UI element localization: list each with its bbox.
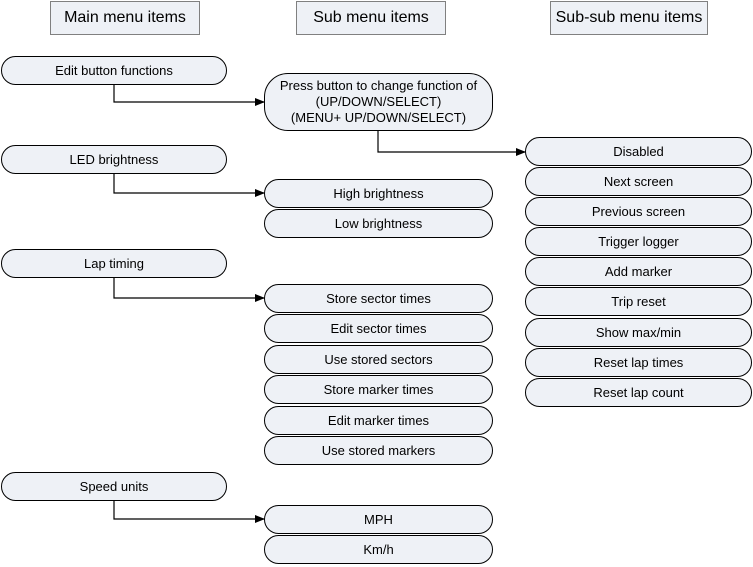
connector-edit-to-press bbox=[113, 84, 265, 106]
sub-item-kmh: Km/h bbox=[264, 535, 493, 564]
subsub-item-show-max-min: Show max/min bbox=[525, 318, 752, 347]
sub-item-edit-sector-times: Edit sector times bbox=[264, 314, 493, 343]
sub-item-store-marker-times: Store marker times bbox=[264, 375, 493, 404]
subsub-item-reset-lap-count: Reset lap count bbox=[525, 378, 752, 407]
subsub-item-previous-screen: Previous screen bbox=[525, 197, 752, 226]
sub-item-high-brightness: High brightness bbox=[264, 179, 493, 208]
main-item-speed-units: Speed units bbox=[1, 472, 227, 501]
press-button-line-1: Press button to change function of bbox=[279, 78, 478, 93]
header-main-menu: Main menu items bbox=[50, 1, 200, 35]
connector-speed-to-mph bbox=[113, 500, 265, 523]
connector-press-to-disabled bbox=[377, 131, 526, 156]
sub-item-use-stored-sectors: Use stored sectors bbox=[264, 345, 493, 374]
subsub-item-trip-reset: Trip reset bbox=[525, 287, 752, 316]
connector-led-to-high bbox=[113, 173, 265, 197]
subsub-item-disabled: Disabled bbox=[525, 137, 752, 166]
main-item-lap-timing: Lap timing bbox=[1, 249, 227, 278]
main-item-led-brightness: LED brightness bbox=[1, 145, 227, 174]
sub-item-press-button: Press button to change function of (UP/D… bbox=[264, 73, 493, 131]
subsub-item-add-marker: Add marker bbox=[525, 257, 752, 286]
connector-lap-to-store bbox=[113, 278, 265, 302]
sub-item-use-stored-markers: Use stored markers bbox=[264, 436, 493, 465]
header-sub-sub-menu: Sub-sub menu items bbox=[550, 1, 708, 35]
sub-item-store-sector-times: Store sector times bbox=[264, 284, 493, 313]
subsub-item-reset-lap-times: Reset lap times bbox=[525, 348, 752, 377]
press-button-line-2: (UP/DOWN/SELECT) bbox=[315, 94, 442, 109]
sub-item-mph: MPH bbox=[264, 505, 493, 534]
sub-item-low-brightness: Low brightness bbox=[264, 209, 493, 238]
subsub-item-trigger-logger: Trigger logger bbox=[525, 227, 752, 256]
main-item-edit-button-functions: Edit button functions bbox=[1, 56, 227, 85]
subsub-item-next-screen: Next screen bbox=[525, 167, 752, 196]
sub-item-edit-marker-times: Edit marker times bbox=[264, 406, 493, 435]
press-button-line-3: (MENU+ UP/DOWN/SELECT) bbox=[290, 110, 467, 125]
header-sub-menu: Sub menu items bbox=[296, 1, 446, 35]
